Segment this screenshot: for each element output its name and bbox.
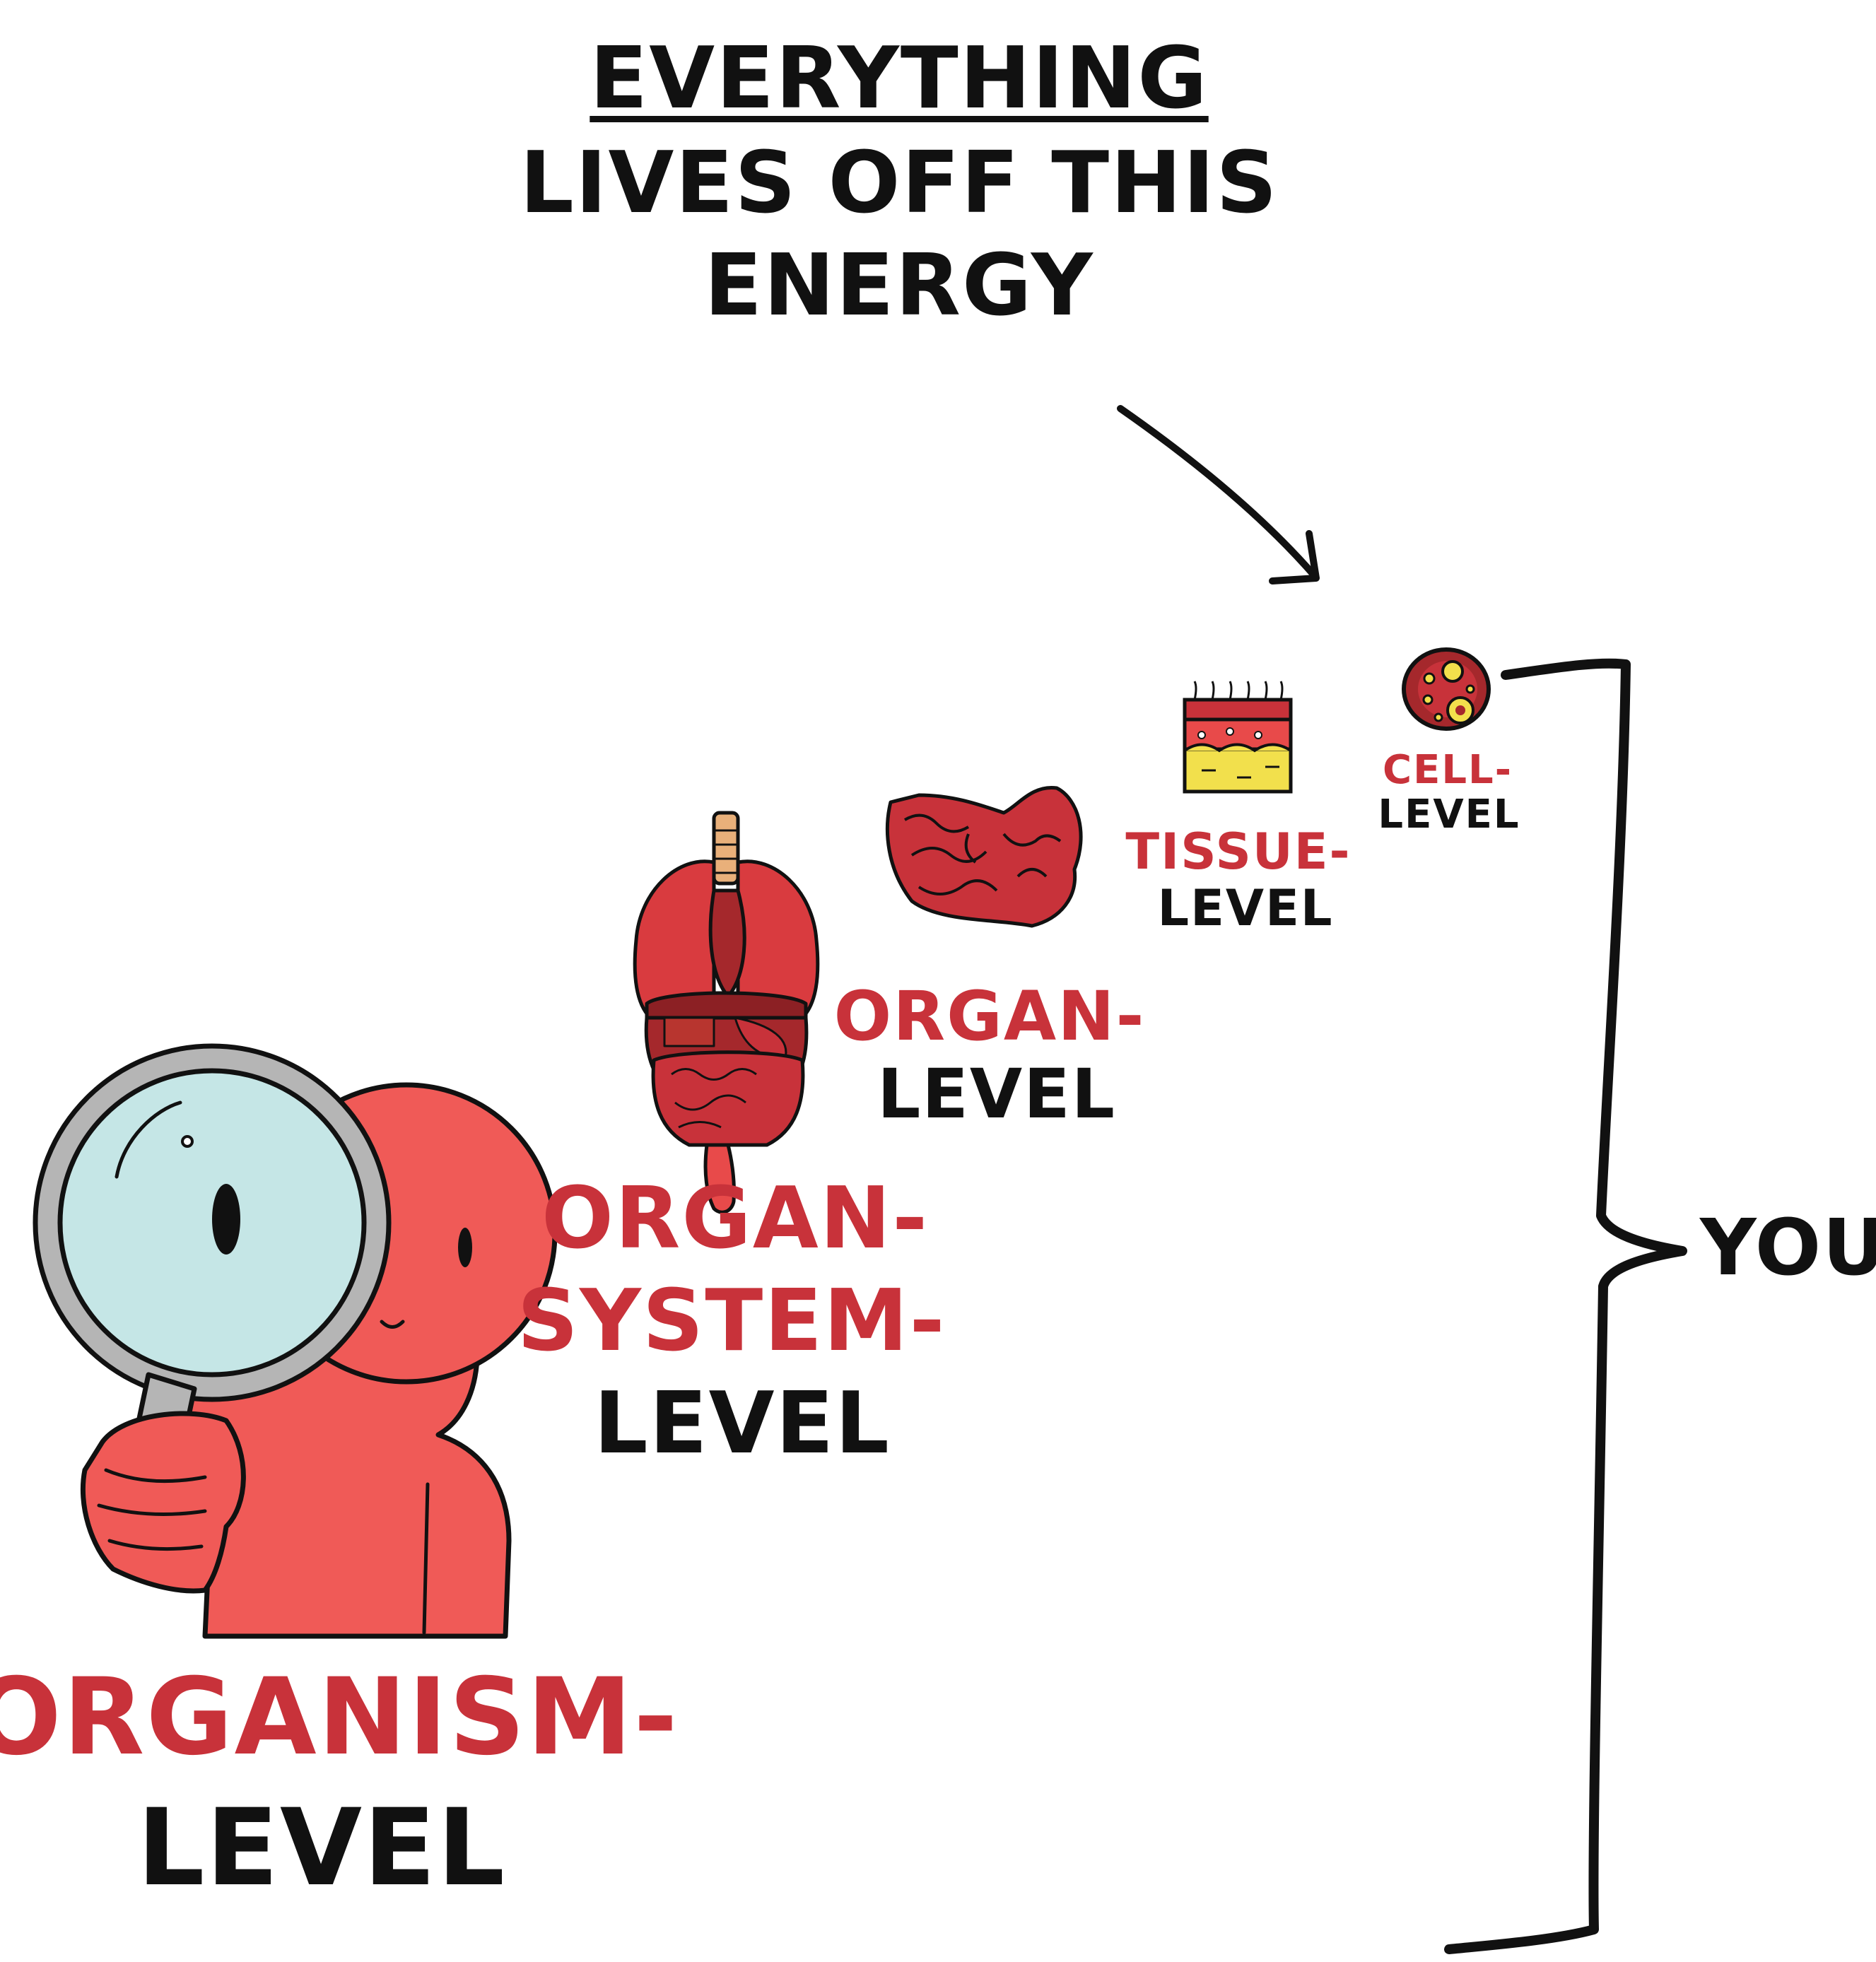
cell-icon xyxy=(1402,647,1491,731)
title-line-1: EVERYTHING xyxy=(590,30,1209,128)
title-line-2: LIVES OFF THIS xyxy=(520,134,1279,233)
tissue-level-name: TISSUE- xyxy=(1125,823,1352,881)
organ-level-suffix: LEVEL xyxy=(877,1055,1116,1134)
organ-system-level-name-2: SYSTEM- xyxy=(517,1272,946,1370)
title-line-3: ENERGY xyxy=(704,237,1094,335)
organism-level-suffix: LEVEL xyxy=(136,1787,507,1910)
cell-level-name: CELL- xyxy=(1383,747,1513,793)
you-label: YOU xyxy=(1700,1202,1876,1293)
tissue-icon xyxy=(1183,681,1293,794)
person-with-magnifier-icon xyxy=(33,1043,558,1639)
organ-system-icon xyxy=(633,811,820,1214)
tissue-level-suffix: LEVEL xyxy=(1157,879,1334,937)
arrow-icon xyxy=(1117,405,1320,585)
organism-level-name: ORGANISM- xyxy=(0,1656,679,1779)
curly-brace xyxy=(1444,658,1687,1954)
organ-system-level-name: ORGAN- xyxy=(541,1170,930,1268)
organ-level-name: ORGAN- xyxy=(833,977,1146,1056)
intestine-icon xyxy=(885,785,1083,928)
cell-level-suffix: LEVEL xyxy=(1378,792,1520,838)
organ-system-level-suffix: LEVEL xyxy=(594,1375,891,1473)
